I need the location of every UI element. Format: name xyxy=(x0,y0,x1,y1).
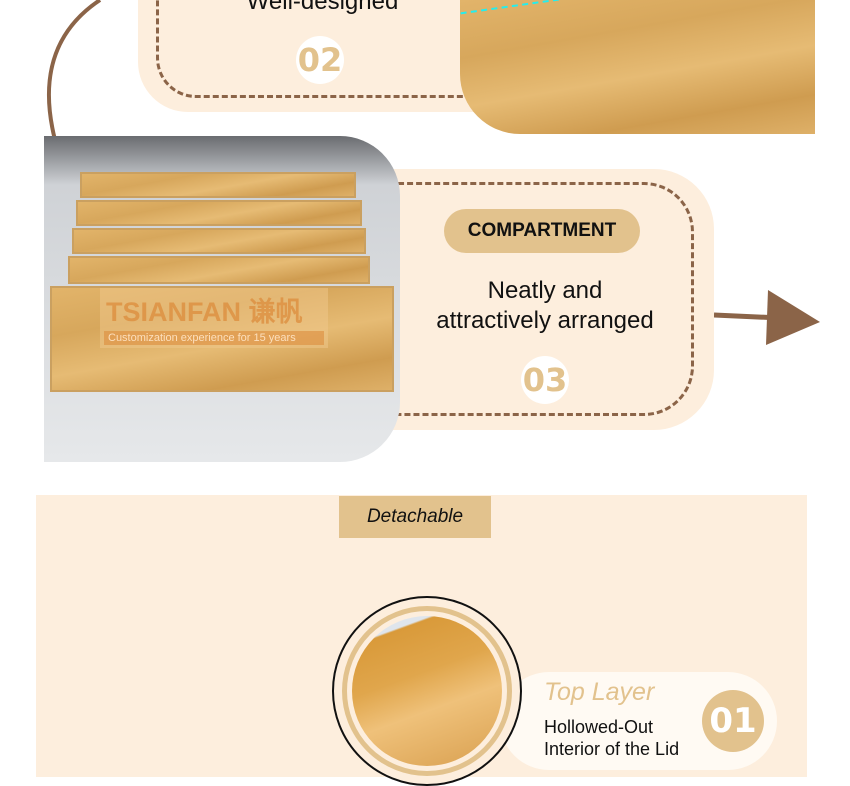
desc-line2: Interior of the Lid xyxy=(544,739,680,759)
dashed-border xyxy=(380,182,694,416)
compartment-badge: COMPARTMENT xyxy=(444,209,640,253)
feature-number: 03 xyxy=(521,356,569,404)
detachable-label: Detachable xyxy=(339,496,491,538)
feature-text: Well-designed xyxy=(246,0,399,15)
top-layer-desc: Hollowed-Out Interior of the Lid xyxy=(544,716,679,760)
top-layer-title: Top Layer xyxy=(544,678,655,706)
watermark-brand: TSIANFAN 谦帆 xyxy=(106,297,303,327)
watermark: TSIANFAN 谦帆 Customization experience for… xyxy=(100,288,328,348)
feature-text-line1: Neatly and xyxy=(487,277,603,304)
desc-line1: Hollowed-Out xyxy=(544,717,654,737)
feature-text-line2: attractively arranged xyxy=(436,307,654,334)
product-photo-front: TSIANFAN 谦帆 Customization experience for… xyxy=(44,136,400,462)
product-photo-side xyxy=(460,0,815,134)
watermark-tagline: Customization experience for 15 years xyxy=(104,331,324,345)
lid-photo-frame xyxy=(332,596,522,786)
top-layer-number: 01 xyxy=(702,690,764,752)
feature-number: 02 xyxy=(296,36,344,84)
dashed-border xyxy=(156,0,486,98)
lid-photo xyxy=(352,616,502,766)
arrow-icon xyxy=(766,290,820,345)
feature-text: Neatly and attractively arranged xyxy=(410,276,680,336)
